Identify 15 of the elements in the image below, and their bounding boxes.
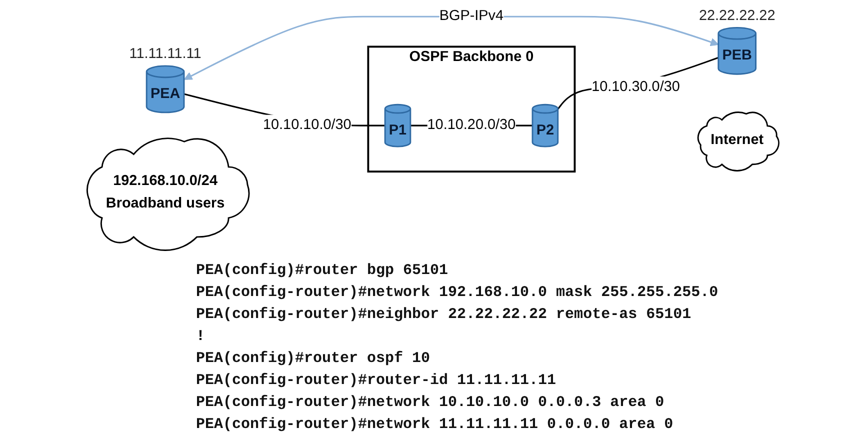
config-line: PEA(config-router)#network 10.10.10.0 0.0.0.3 area 0 — [196, 393, 664, 413]
config-line: ! — [196, 327, 206, 347]
connector — [557, 56, 719, 110]
edge-label: BGP-IPv4 — [439, 8, 504, 24]
config-line: PEA(config-router)#router-id 11.11.11.11 — [196, 371, 556, 391]
edge-label: 10.10.30.0/30 — [592, 78, 680, 95]
config-line: PEA(config-router)#network 11.11.11.11 0.0.0.0 area 0 — [196, 415, 674, 435]
config-line: PEA(config-router)#neighbor 22.22.22.22 remote-as 65101 — [196, 305, 692, 325]
address-label: 22.22.22.22 — [698, 8, 776, 24]
config-line: PEA(config)#router bgp 65101 — [196, 261, 448, 281]
edge-label: 10.10.10.0/30 — [262, 116, 352, 134]
config-line: PEA(config-router)#network 192.168.10.0 mask 255.255.255.0 — [196, 283, 718, 303]
address-label: 11.11.11.11 — [129, 46, 202, 62]
edge-label: 10.10.20.0/30 — [427, 116, 516, 134]
config-line: PEA(config)#router ospf 10 — [196, 349, 430, 369]
